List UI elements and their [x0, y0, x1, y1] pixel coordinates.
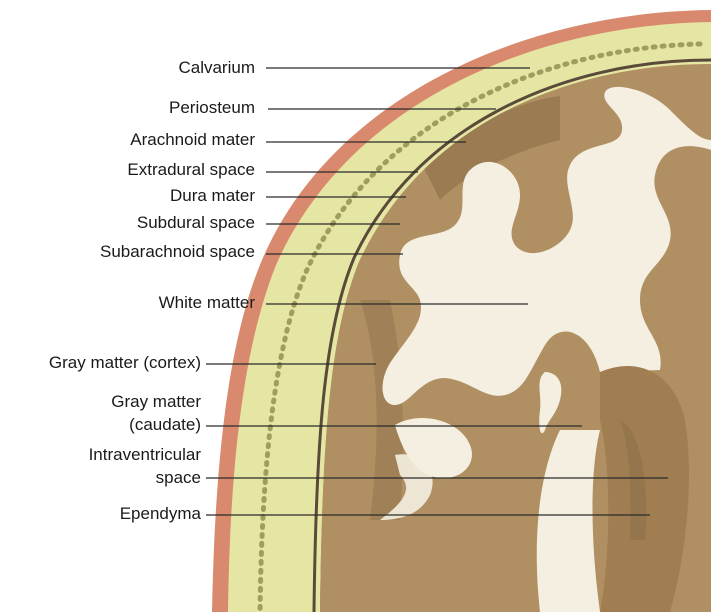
label-arachnoid-mater: Arachnoid mater [130, 130, 255, 150]
label-white-matter: White matter [159, 293, 255, 313]
label-extradural-space: Extradural space [127, 160, 255, 180]
label-gray-matter-cortex: Gray matter (cortex) [49, 353, 201, 373]
label-intraventricular-line1: Intraventricular [89, 445, 201, 465]
label-subdural-space: Subdural space [137, 213, 255, 233]
label-dura-mater: Dura mater [170, 186, 255, 206]
label-calvarium: Calvarium [178, 58, 255, 78]
label-subarachnoid-space: Subarachnoid space [100, 242, 255, 262]
label-gray-matter-caudate-line2: (caudate) [129, 415, 201, 435]
label-ependyma: Ependyma [120, 504, 201, 524]
label-intraventricular-line2: space [156, 468, 201, 488]
label-gray-matter-caudate-line1: Gray matter [111, 392, 201, 412]
label-periosteum: Periosteum [169, 98, 255, 118]
